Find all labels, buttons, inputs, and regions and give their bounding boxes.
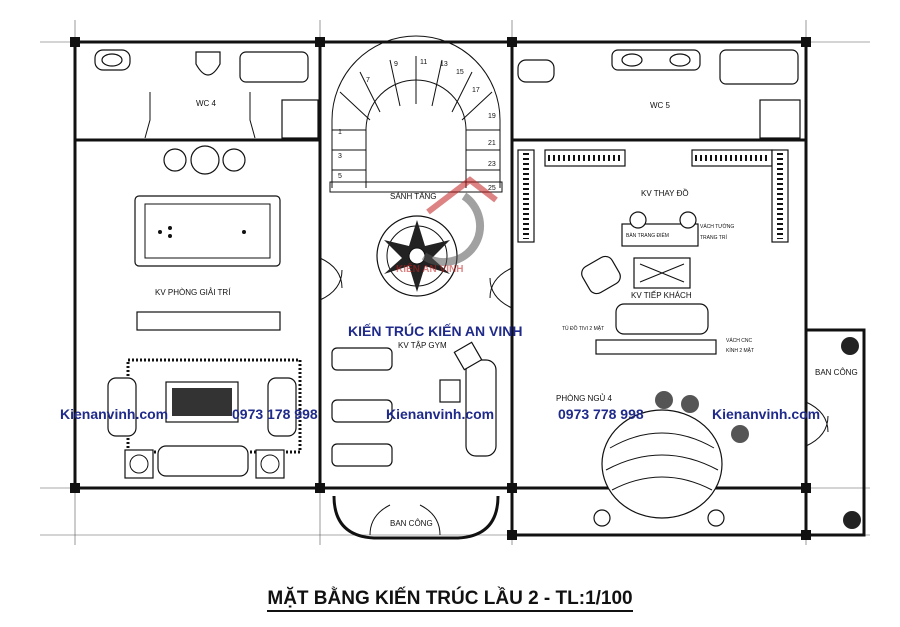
staircase bbox=[329, 35, 503, 193]
watermark-phone-left: 0973 178 998 bbox=[232, 406, 318, 422]
label-tiep-khach: KV TIẾP KHÁCH bbox=[631, 290, 692, 300]
label-ban-cong-bottom: BAN CÔNG bbox=[390, 519, 433, 528]
label-giai-tri: KV PHÒNG GIẢI TRÍ bbox=[155, 288, 231, 297]
watermark-site-mid: Kienanvinh.com bbox=[386, 406, 494, 422]
wc5-fixtures bbox=[517, 49, 801, 139]
drawing-title: MẶT BẰNG KIẾN TRÚC LẦU 2 - TL:1/100 bbox=[0, 588, 900, 612]
entertainment-sofa-set bbox=[107, 358, 302, 479]
note-ban-trang-diem: BÀN TRANG ĐIỂM bbox=[626, 232, 669, 239]
floor-medallion bbox=[376, 215, 458, 297]
plants bbox=[841, 337, 861, 529]
doors bbox=[319, 257, 829, 536]
stair-step-number: 13 bbox=[440, 61, 448, 68]
note-vach-tuong: VÁCH TƯỜNG bbox=[700, 223, 734, 230]
billiard-table bbox=[134, 195, 281, 267]
stair-step-number: 19 bbox=[488, 113, 496, 120]
watermark-phone-right: 0973 778 998 bbox=[558, 406, 644, 422]
note-kinh-2-mat: KÍNH 2 MẶT bbox=[726, 347, 754, 354]
stair-step-number: 25 bbox=[488, 185, 496, 192]
balcony-bottom bbox=[332, 495, 500, 540]
stair-step-number: 21 bbox=[488, 140, 496, 147]
stair-step-number: 5 bbox=[338, 173, 342, 180]
wc4-fixtures bbox=[94, 49, 319, 175]
note-to-do-tivi: TỦ ĐỒ TIVI 2 MẶT bbox=[562, 325, 604, 332]
label-phong-ngu4: PHÒNG NGỦ 4 bbox=[556, 394, 613, 403]
label-tap-gym: KV TẬP GYM bbox=[398, 341, 447, 350]
label-ban-cong-right: BAN CÔNG bbox=[815, 368, 858, 377]
label-wc4: WC 4 bbox=[196, 99, 217, 108]
bedroom-furniture bbox=[581, 211, 749, 527]
watermark-site-left: Kienanvinh.com bbox=[60, 406, 168, 422]
stair-step-number: 1 bbox=[338, 129, 342, 136]
stair-step-numbers: 1 3 5 7 9 11 13 15 17 19 21 23 25 bbox=[338, 59, 496, 192]
stair-step-number: 7 bbox=[366, 77, 370, 84]
gym-equipment bbox=[331, 341, 497, 467]
tv-console bbox=[136, 311, 281, 331]
stair-step-number: 17 bbox=[472, 87, 480, 94]
label-thay-do: KV THAY ĐỒ bbox=[641, 188, 689, 198]
closet-racks bbox=[517, 149, 789, 243]
stair-step-number: 3 bbox=[338, 153, 342, 160]
watermark-site-right: Kienanvinh.com bbox=[712, 406, 820, 422]
drawing-title-text: MẶT BẰNG KIẾN TRÚC LẦU 2 - TL:1/100 bbox=[267, 588, 633, 612]
stair-step-number: 23 bbox=[488, 161, 496, 168]
note-trang-tri: TRANG TRÍ bbox=[700, 234, 727, 241]
logo-text: KIẾN AN VINH bbox=[396, 262, 463, 275]
stair-step-number: 11 bbox=[420, 59, 427, 66]
stair-step-number: 15 bbox=[456, 69, 464, 76]
label-sanh-tang: SẢNH TẦNG bbox=[390, 191, 437, 201]
note-vach-cnc: VÁCH CNC bbox=[726, 337, 753, 344]
stair-step-number: 9 bbox=[394, 61, 398, 68]
watermark-logo: KIẾN AN VINH bbox=[396, 176, 498, 275]
label-wc5: WC 5 bbox=[650, 101, 671, 110]
watermark-company: KIẾN TRÚC KIẾN AN VINH bbox=[348, 322, 523, 339]
walls bbox=[70, 37, 866, 540]
